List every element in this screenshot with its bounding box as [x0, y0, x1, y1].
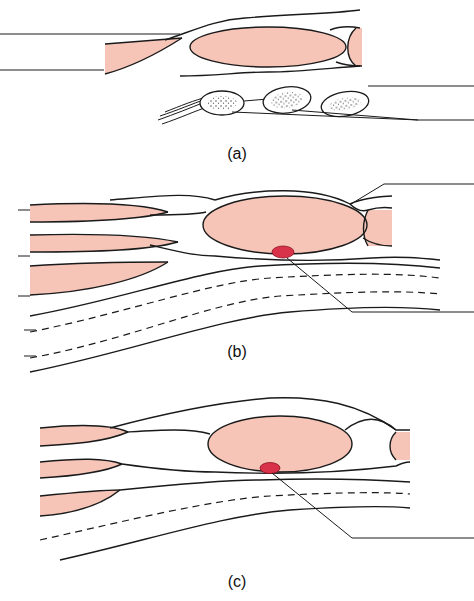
- panel-label: (a): [227, 146, 247, 162]
- panel-c-drawing: [40, 398, 474, 560]
- panel-a-drawing: [0, 10, 474, 124]
- panel-label: (c): [228, 574, 247, 590]
- panel-label: (b): [227, 344, 247, 360]
- panel-b-drawing: [18, 184, 474, 372]
